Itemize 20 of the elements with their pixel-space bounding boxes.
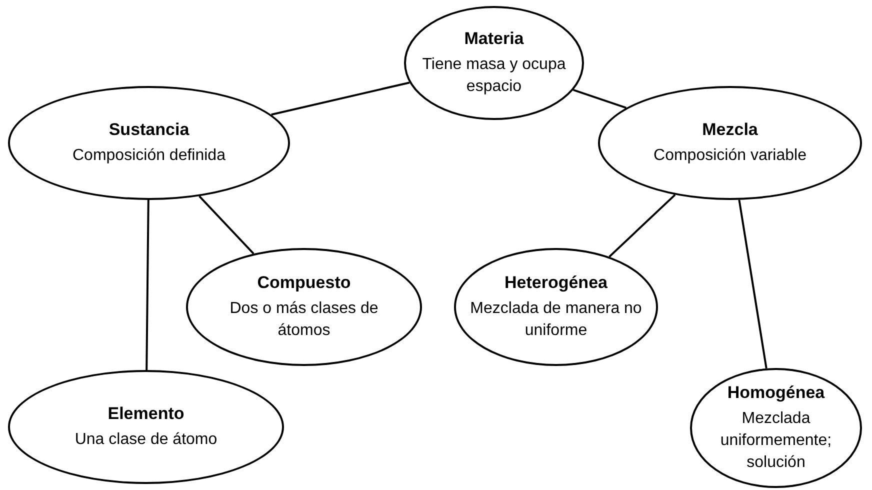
node-title: Materia (464, 28, 524, 50)
connector-line (198, 196, 254, 254)
connector-line (146, 200, 150, 370)
node-title: Heterogénea (504, 272, 608, 294)
connector-line (608, 194, 676, 258)
node-title: Homogénea (727, 382, 825, 404)
node-title: Mezcla (702, 119, 758, 141)
connector-line (573, 88, 626, 109)
node-title: Sustancia (108, 119, 190, 141)
node-description: Mezclada uniformemente; solución (719, 409, 833, 473)
node-title: Compuesto (257, 272, 351, 294)
node-description: Composición variable (654, 146, 806, 166)
node-title: Elemento (108, 403, 184, 425)
connector-line (271, 82, 410, 116)
node-description: Mezclada de manera no uniforme (469, 299, 643, 341)
node-description: Dos o más clases de átomos (228, 299, 380, 341)
node-description: Composición definida (72, 146, 226, 166)
node-description: Una clase de átomo (74, 430, 218, 450)
node-description: Tiene masa y ocupa espacio (421, 55, 567, 97)
connector-line (738, 200, 768, 369)
